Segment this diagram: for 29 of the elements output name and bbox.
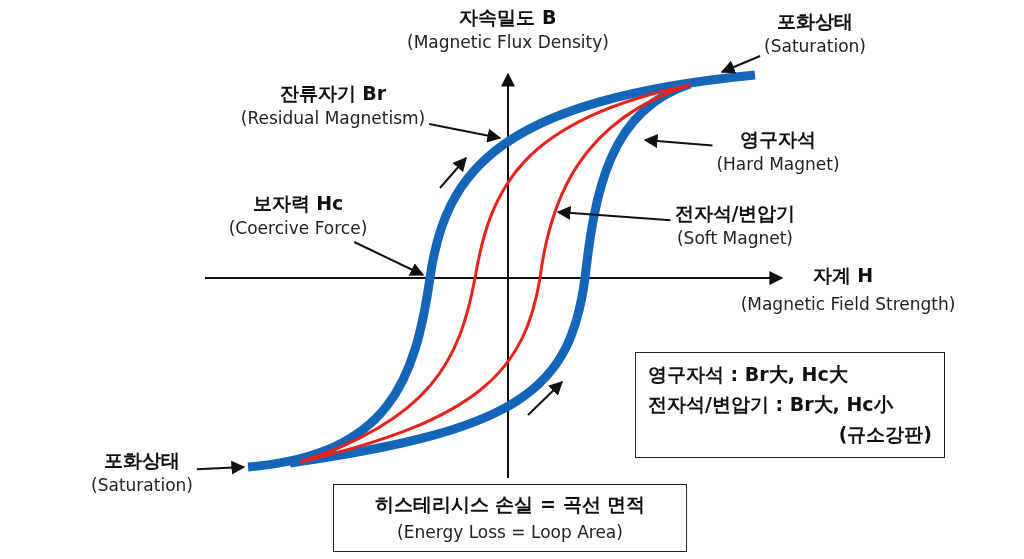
leader-line (428, 123, 502, 143)
leader-line (720, 55, 762, 74)
leader-line (353, 241, 425, 276)
note-text: (Energy Loss = Loop Area) (396, 521, 624, 544)
annotation-translation: (Soft Magnet) (676, 227, 794, 250)
annotation-translation: (Residual Magnetism) (240, 107, 426, 130)
annotation-translation: (Hard Magnet) (716, 153, 840, 176)
note-text: 히스테리시스 손실 = 곡선 면적 (373, 492, 647, 517)
leader-line (195, 460, 246, 475)
annotation-label: 보자력 Hc (251, 191, 345, 216)
annotation-translation: (Saturation) (764, 35, 866, 58)
annotation-translation: (Coercive Force) (228, 217, 368, 240)
annotation-label: 영구자석 (739, 127, 817, 152)
note-box (333, 484, 687, 552)
annotation-label: 포화상태 (103, 448, 181, 473)
note-text: (규소강판) (837, 422, 932, 447)
note-text: 영구자석 : Br大, Hc大 (648, 362, 849, 387)
axis-label: 자속밀도 B (459, 5, 557, 30)
axis-label: (Magnetic Field Strength) (740, 293, 956, 316)
note-text: 전자석/변압기 : Br大, Hc小 (648, 392, 894, 417)
annotation-translation: (Saturation) (91, 474, 193, 497)
leader-line (556, 205, 672, 222)
note-box (635, 352, 945, 458)
axis-label: 자계 H (812, 263, 874, 288)
leader-line (643, 134, 714, 148)
annotation-label: 전자석/변압기 (674, 201, 796, 226)
annotation-label: 잔류자기 Br (278, 81, 388, 106)
axis-label: (Magnetic Flux Density) (407, 31, 609, 54)
annotation-label: 포화상태 (776, 9, 854, 34)
